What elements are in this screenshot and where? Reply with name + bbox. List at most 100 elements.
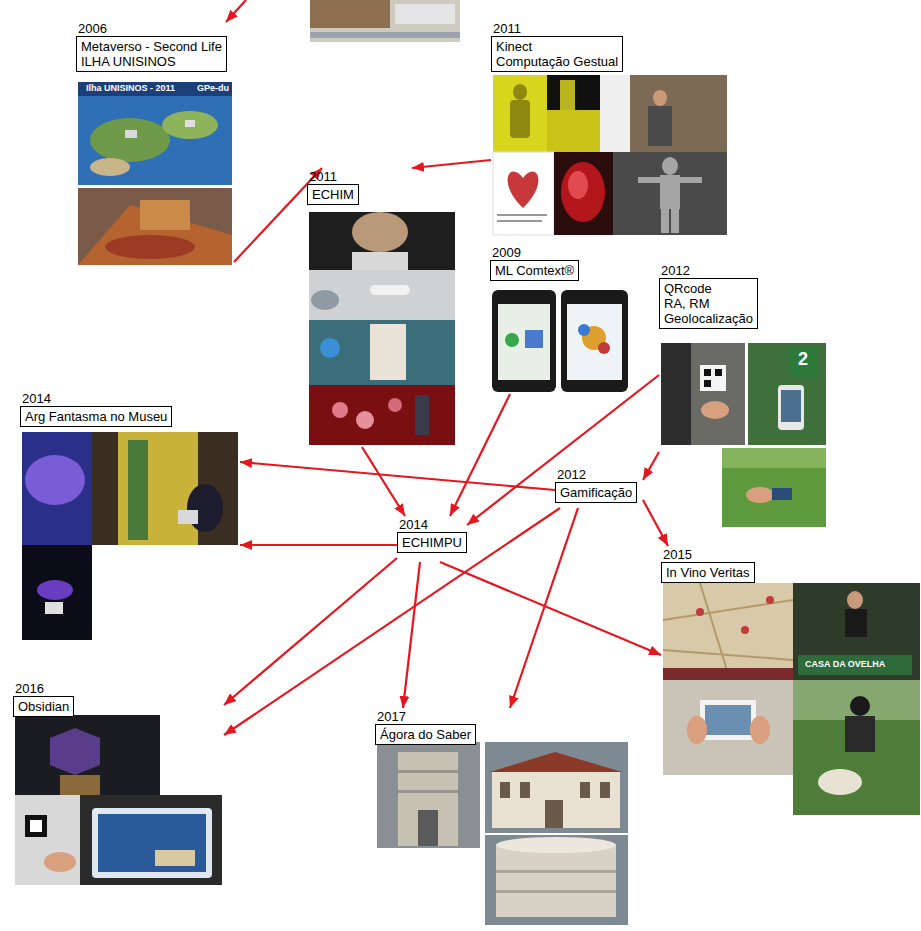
year-label: 2014 xyxy=(397,516,467,532)
photo-phones-shape xyxy=(505,333,519,347)
project-group: 2017Ágora do Saber xyxy=(375,708,630,927)
photo-phones-shape xyxy=(598,342,610,354)
photo-obsidian-shape xyxy=(98,814,206,872)
cropped-screenshot-shape xyxy=(310,0,390,28)
photo-agora-shape xyxy=(377,742,480,848)
photo-kinect-shape xyxy=(497,220,542,222)
photo-museum-shape xyxy=(178,510,198,524)
photo-qrcode-shape xyxy=(715,369,722,376)
arrow-connector xyxy=(362,447,405,516)
photo-caption: CASA DA OVELHA xyxy=(805,660,885,670)
project-name: Computação Gestual xyxy=(496,54,618,69)
photo-winery-shape xyxy=(741,626,749,634)
arrow-connector xyxy=(234,168,322,262)
photo-obsidian-shape xyxy=(25,815,47,837)
year-label: 2006 xyxy=(76,20,234,36)
photo-island-shape xyxy=(125,130,137,138)
photo-winery-shape xyxy=(705,705,751,735)
photo-island-shape xyxy=(78,82,232,96)
photo-winery-shape xyxy=(663,668,793,680)
photo-qrcode-shape xyxy=(661,343,691,445)
arrow-connector xyxy=(224,508,560,735)
photo-virtual-building xyxy=(78,188,232,265)
project-name: QRcode xyxy=(664,281,753,296)
arrow-connector xyxy=(440,562,661,655)
project-name: Metaverso - Second Life xyxy=(81,39,222,54)
photo-echim-shape xyxy=(415,395,429,435)
photo-agora-shape xyxy=(418,810,438,846)
project-name: Kinect xyxy=(496,39,618,54)
photo-obsidian-shape xyxy=(80,795,222,885)
photo-echim-shape xyxy=(356,411,374,429)
photo-museum-shape xyxy=(118,432,198,545)
photo-agora-shape xyxy=(490,752,622,772)
photo-island-shape xyxy=(78,82,232,185)
photo-echim-shape xyxy=(352,252,408,270)
photo-phones-shape xyxy=(492,290,556,392)
arrow-connector xyxy=(224,558,397,705)
photo-echim-shape xyxy=(309,320,455,385)
photo-winery-shape xyxy=(793,680,920,720)
photo-agora-shape xyxy=(500,782,510,798)
photo-qrcode-shape xyxy=(746,487,774,503)
photo-qrcode-shape xyxy=(790,348,818,378)
project-group: 2015In Vino Veritas xyxy=(661,546,919,816)
year-label: 2011 xyxy=(491,20,729,36)
photo-phones-shape xyxy=(525,330,543,348)
photo-qrcode-shape xyxy=(701,401,729,419)
photo-agora-shape xyxy=(600,782,610,798)
photo-echim-shape xyxy=(388,398,402,412)
photo-winery-shape xyxy=(798,655,912,675)
photo-agora-shape xyxy=(496,845,616,917)
arrow-connector xyxy=(510,508,578,708)
photo-echim-shape xyxy=(320,338,340,358)
photo-agora xyxy=(377,742,628,925)
photo-kinect-shape xyxy=(493,152,554,235)
photo-island-shape xyxy=(90,158,130,176)
photo-obsidian-shape xyxy=(50,728,100,775)
photo-museum-shape xyxy=(22,432,92,545)
year-label: 2015 xyxy=(661,546,919,562)
photo-agora-shape xyxy=(520,782,530,798)
photo-phones xyxy=(492,290,628,392)
photo-virtual-building-shape xyxy=(140,200,190,230)
photo-kinect-shape xyxy=(547,75,600,152)
photo-winery-shape xyxy=(845,716,875,752)
photo-obsidian-shape xyxy=(44,852,76,872)
project-name: ECHIM xyxy=(312,187,354,202)
project-name: ML Comtext® xyxy=(495,263,574,278)
photo-winery-shape xyxy=(793,680,920,815)
photo-obsidian xyxy=(15,715,222,885)
photo-kinect-shape xyxy=(547,110,600,152)
photo-museum-shape xyxy=(22,545,92,640)
photo-winery-shape xyxy=(766,596,774,604)
title-box: Obsidian xyxy=(13,696,74,717)
year-label: 2016 xyxy=(13,680,224,696)
project-group: 2014Arg Fantasma no Museu xyxy=(20,390,240,642)
photo-winery-shape xyxy=(700,700,756,740)
photo-island xyxy=(78,82,232,185)
photo-caption: GPe-du xyxy=(197,84,229,94)
photo-echim-shape xyxy=(311,290,339,310)
project-name: RA, RM xyxy=(664,296,753,311)
photo-winery-shape xyxy=(663,680,793,775)
photo-winery-shape xyxy=(847,591,863,609)
project-group: 2016Obsidian xyxy=(13,680,224,887)
year-label: 2014 xyxy=(20,390,240,406)
photo-kinect-shape xyxy=(648,106,672,146)
photo-echim-shape xyxy=(309,385,455,445)
photo-virtual-building-shape xyxy=(78,188,232,265)
project-group: 2011KinectComputação Gestual xyxy=(491,20,729,237)
photo-winery-shape xyxy=(845,609,867,637)
photo-virtual-building-shape xyxy=(105,235,195,259)
photo-caption: 2 xyxy=(798,350,808,370)
photo-qrcode-shape xyxy=(722,448,826,468)
arrow-connector xyxy=(643,452,659,480)
project-group: 2009ML Comtext® xyxy=(490,244,630,394)
project-name: Geolocalização xyxy=(664,311,753,326)
year-label: 2012 xyxy=(555,466,643,482)
photo-kinect xyxy=(493,75,727,235)
